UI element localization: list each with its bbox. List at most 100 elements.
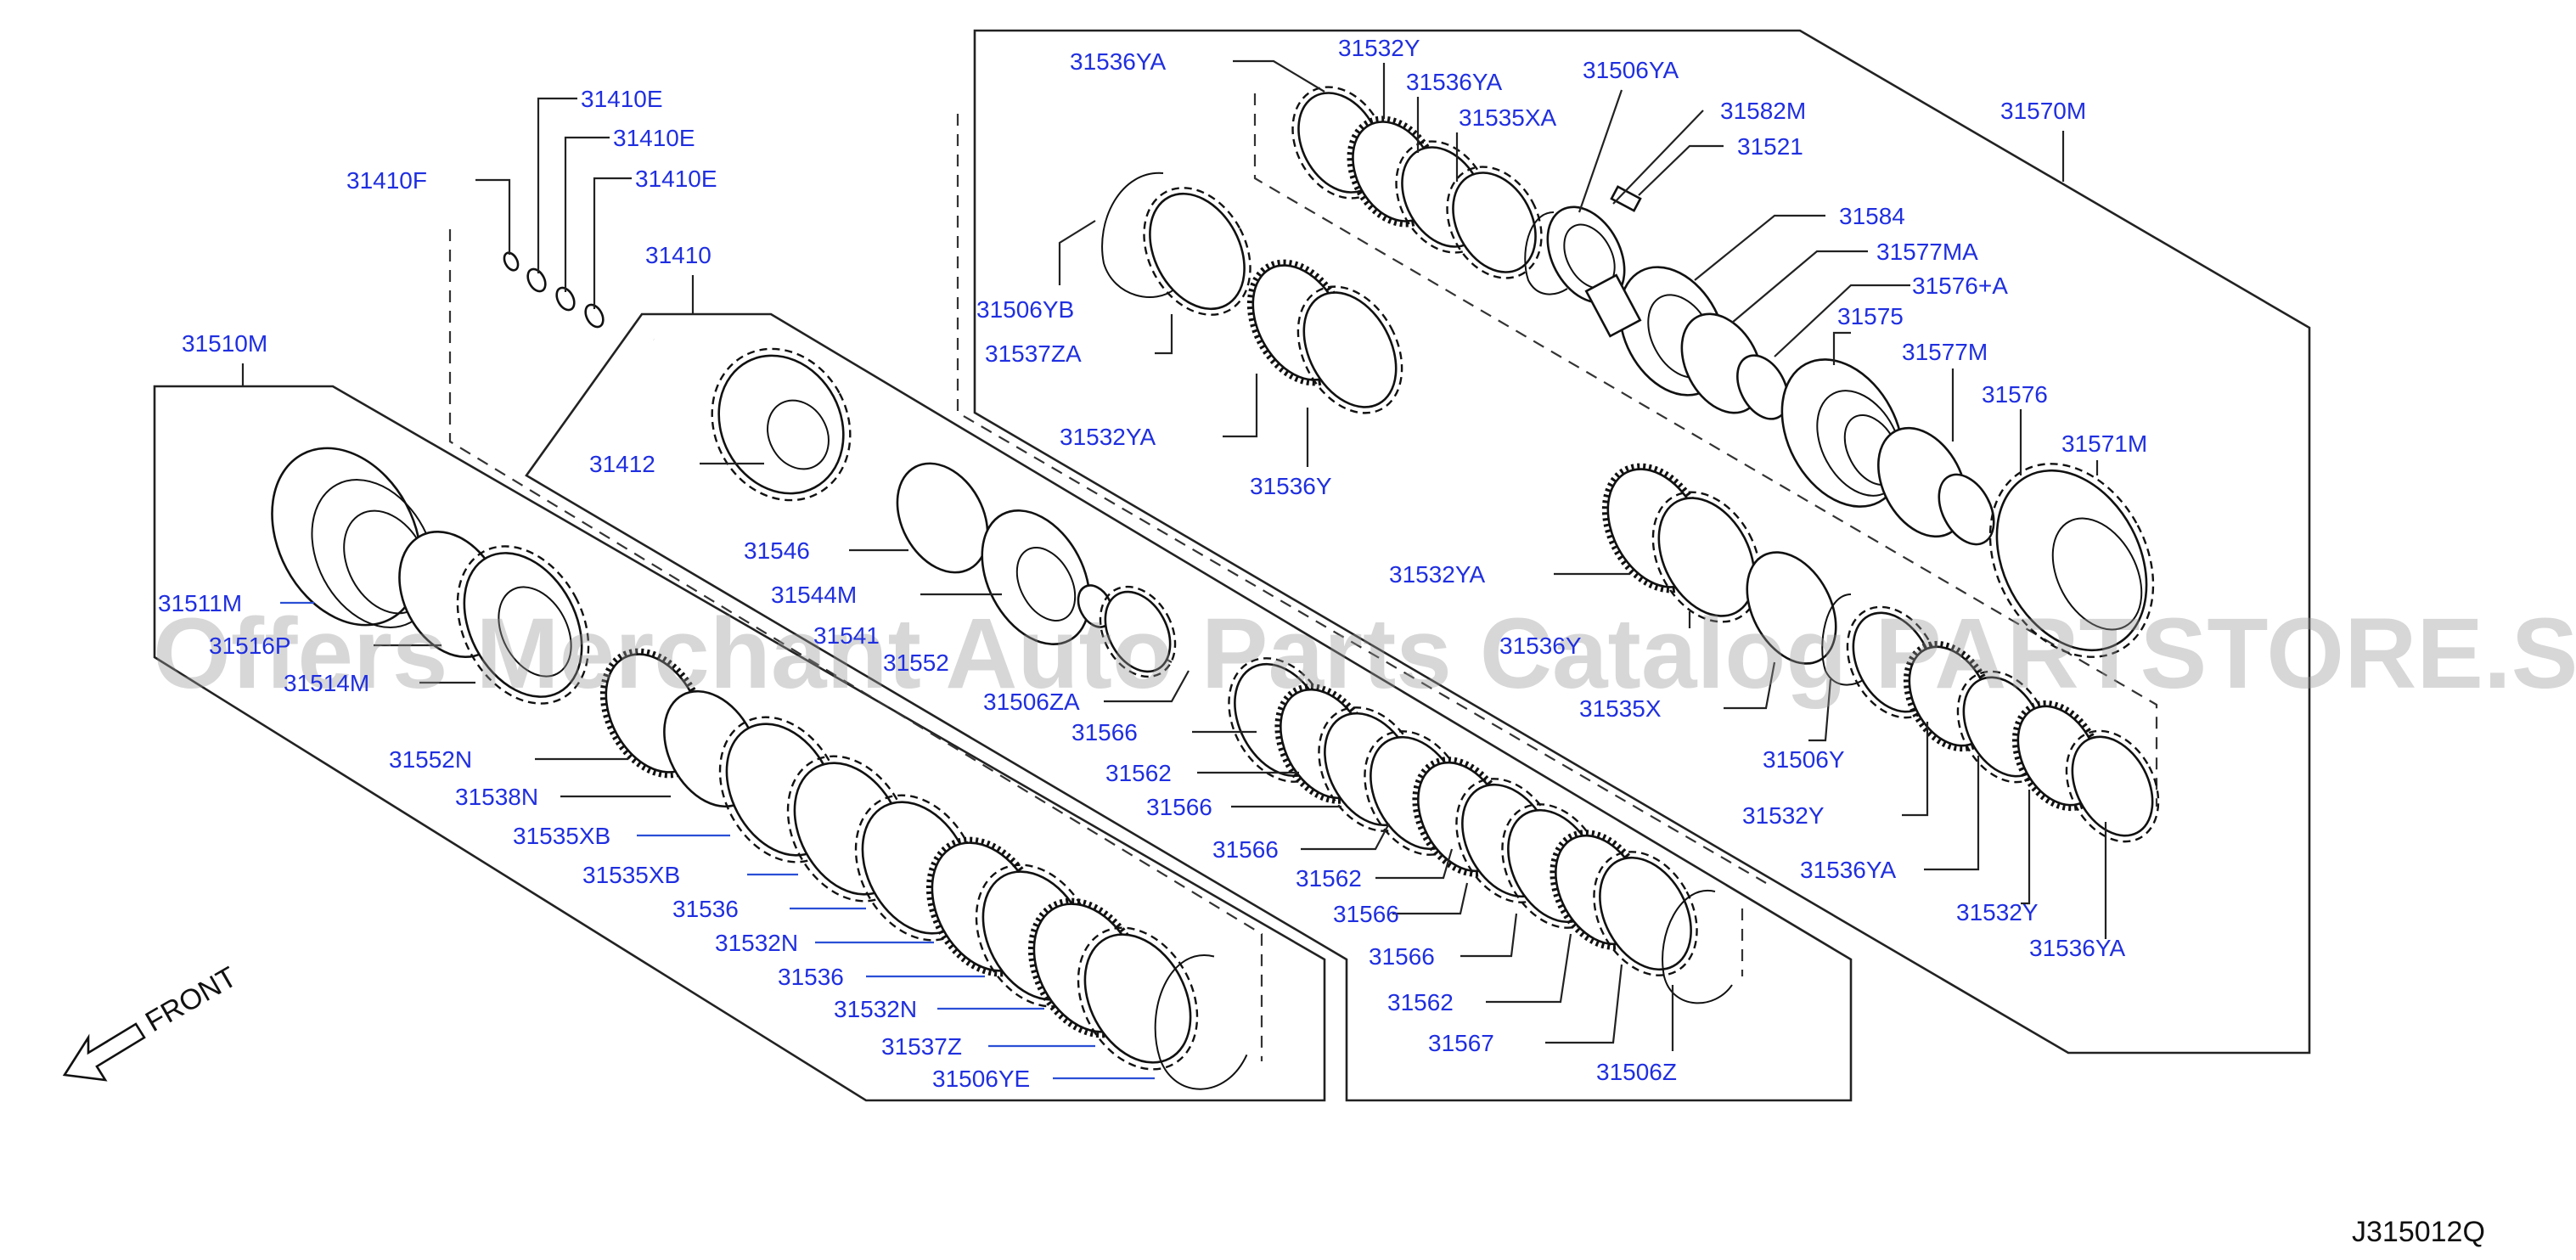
part-label-31566-5[interactable]: 31566 bbox=[1369, 943, 1435, 970]
group-frames bbox=[153, 29, 2311, 1102]
frame-31410 bbox=[525, 312, 1853, 1102]
part-label-31535xa[interactable]: 31535XA bbox=[1459, 104, 1557, 131]
part-label-31584[interactable]: 31584 bbox=[1839, 203, 1905, 229]
part-label-31541[interactable]: 31541 bbox=[813, 622, 880, 649]
leader-31410e-1 bbox=[537, 97, 577, 273]
part-label-31536y-low[interactable]: 31536Y bbox=[1499, 633, 1582, 659]
part-label-31532y-top[interactable]: 31532Y bbox=[1338, 35, 1420, 61]
part-label-31510m[interactable]: 31510M bbox=[182, 330, 267, 357]
plate-31537z bbox=[1077, 926, 1199, 1071]
leader-31576-a bbox=[1774, 284, 1910, 357]
part-label-31532y-low1[interactable]: 31532Y bbox=[1742, 802, 1825, 829]
part-label-31536-1[interactable]: 31536 bbox=[672, 896, 739, 922]
part-label-31566-2[interactable]: 31566 bbox=[1146, 794, 1212, 820]
part-label-31532ya-mid[interactable]: 31532YA bbox=[1060, 424, 1156, 450]
part-label-31552n[interactable]: 31552N bbox=[389, 746, 472, 773]
part-label-31566-4[interactable]: 31566 bbox=[1333, 901, 1399, 927]
part-label-31506ye[interactable]: 31506YE bbox=[932, 1066, 1030, 1092]
part-label-31567[interactable]: 31567 bbox=[1428, 1030, 1494, 1056]
part-label-31562-2[interactable]: 31562 bbox=[1296, 865, 1362, 892]
hub-31544m bbox=[981, 509, 1091, 645]
part-label-31536ya-top[interactable]: 31536YA bbox=[1070, 48, 1166, 75]
part-label-31521[interactable]: 31521 bbox=[1737, 133, 1803, 160]
leader-31410e-3 bbox=[593, 177, 632, 309]
part-label-31412[interactable]: 31412 bbox=[589, 451, 655, 477]
diagram-code: J315012Q bbox=[2352, 1216, 2485, 1248]
frame-31570m bbox=[973, 29, 2311, 1055]
part-label-31536ya-low2[interactable]: 31536YA bbox=[2029, 935, 2125, 961]
part-label-31552[interactable]: 31552 bbox=[883, 650, 949, 676]
leader-31532ya-mid bbox=[1223, 374, 1258, 438]
part-label-31562-3[interactable]: 31562 bbox=[1387, 989, 1454, 1015]
part-label-31410e-3[interactable]: 31410E bbox=[635, 166, 717, 192]
part-label-31566-3[interactable]: 31566 bbox=[1212, 836, 1279, 863]
part-label-31506yb[interactable]: 31506YB bbox=[976, 296, 1074, 323]
snap-ring-31506z bbox=[1662, 889, 1733, 1004]
part-label-31576-a[interactable]: 31576+A bbox=[1912, 273, 2008, 299]
frame-31510m bbox=[153, 385, 1326, 1102]
guide-31506yb-stack bbox=[956, 114, 1767, 884]
part-label-31571m[interactable]: 31571M bbox=[2061, 430, 2147, 457]
part-label-31506ya[interactable]: 31506YA bbox=[1583, 57, 1679, 83]
part-label-31536ya-top2[interactable]: 31536YA bbox=[1406, 69, 1502, 95]
part-label-31538n[interactable]: 31538N bbox=[455, 784, 538, 810]
part-label-31537za[interactable]: 31537ZA bbox=[985, 340, 1082, 367]
part-label-31536-2[interactable]: 31536 bbox=[778, 964, 844, 990]
part-label-31575[interactable]: 31575 bbox=[1837, 303, 1904, 329]
leader-31506za bbox=[1104, 670, 1190, 703]
part-label-31410[interactable]: 31410 bbox=[645, 242, 711, 268]
plate-31536y-mid bbox=[1296, 285, 1403, 414]
part-label-31410e-1[interactable]: 31410E bbox=[581, 86, 663, 112]
ring-31535x bbox=[1746, 551, 1837, 665]
part-label-31506za[interactable]: 31506ZA bbox=[983, 689, 1080, 715]
part-label-31544m[interactable]: 31544M bbox=[771, 582, 857, 608]
part-label-31516p[interactable]: 31516P bbox=[209, 633, 291, 659]
leader-31566-4 bbox=[1392, 882, 1469, 915]
leader-31506ya bbox=[1578, 89, 1623, 213]
leader-31566-5 bbox=[1460, 913, 1518, 958]
part-label-31562-1[interactable]: 31562 bbox=[1105, 760, 1172, 786]
part-label-31577m[interactable]: 31577M bbox=[1902, 339, 1988, 365]
leader-31584 bbox=[1694, 214, 1825, 281]
snap-ring-31506ye bbox=[1154, 954, 1248, 1090]
part-label-31546[interactable]: 31546 bbox=[744, 537, 810, 564]
part-label-31535x[interactable]: 31535X bbox=[1579, 695, 1662, 722]
part-label-31536ya-low1[interactable]: 31536YA bbox=[1800, 857, 1896, 883]
plate-31536y-low bbox=[1651, 491, 1762, 623]
part-label-31410f[interactable]: 31410F bbox=[346, 167, 427, 194]
plate-31535xa bbox=[1446, 166, 1543, 279]
part-label-31576[interactable]: 31576 bbox=[1982, 381, 2048, 408]
part-label-31536y-mid[interactable]: 31536Y bbox=[1250, 473, 1332, 499]
part-label-31532ya-low[interactable]: 31532YA bbox=[1389, 561, 1485, 588]
front-arrow-icon bbox=[62, 1022, 146, 1082]
snap-ring-31506y bbox=[1821, 593, 1865, 686]
part-label-31532n-2[interactable]: 31532N bbox=[834, 996, 917, 1022]
group-leader-lines bbox=[241, 59, 2107, 1080]
part-label-31577ma[interactable]: 31577MA bbox=[1876, 239, 1978, 265]
part-label-31506z[interactable]: 31506Z bbox=[1596, 1059, 1677, 1085]
part-label-31566-1[interactable]: 31566 bbox=[1071, 719, 1138, 745]
part-label-31535xb-1[interactable]: 31535XB bbox=[513, 823, 610, 849]
leader-31535x bbox=[1724, 661, 1776, 710]
part-label-31506y[interactable]: 31506Y bbox=[1763, 746, 1845, 773]
seal-31576-a bbox=[1736, 354, 1789, 420]
leader-31410e-2 bbox=[564, 136, 610, 292]
leader-31575 bbox=[1832, 331, 1851, 365]
part-label-31582m[interactable]: 31582M bbox=[1720, 98, 1806, 124]
plate-31506yb bbox=[1101, 172, 1251, 316]
leader-31566-3 bbox=[1301, 823, 1390, 851]
leader-31562-2 bbox=[1375, 848, 1454, 880]
part-label-31532y-low2[interactable]: 31532Y bbox=[1956, 899, 2039, 925]
part-label-31410e-2[interactable]: 31410E bbox=[613, 125, 695, 151]
spring-31521 bbox=[1610, 185, 1642, 212]
leader-31506y bbox=[1808, 678, 1832, 742]
leader-31582m bbox=[1612, 110, 1704, 205]
part-label-31570m[interactable]: 31570M bbox=[2000, 98, 2086, 124]
group-31410-parts bbox=[503, 251, 1733, 1004]
part-label-31535xb-2[interactable]: 31535XB bbox=[582, 862, 680, 888]
part-label-31537z[interactable]: 31537Z bbox=[881, 1033, 962, 1060]
part-label-31511m[interactable]: 31511M bbox=[158, 590, 242, 616]
part-label-31514m[interactable]: 31514M bbox=[284, 670, 369, 696]
part-label-31532n-1[interactable]: 31532N bbox=[715, 930, 798, 956]
front-indicator: FRONT bbox=[62, 960, 242, 1082]
